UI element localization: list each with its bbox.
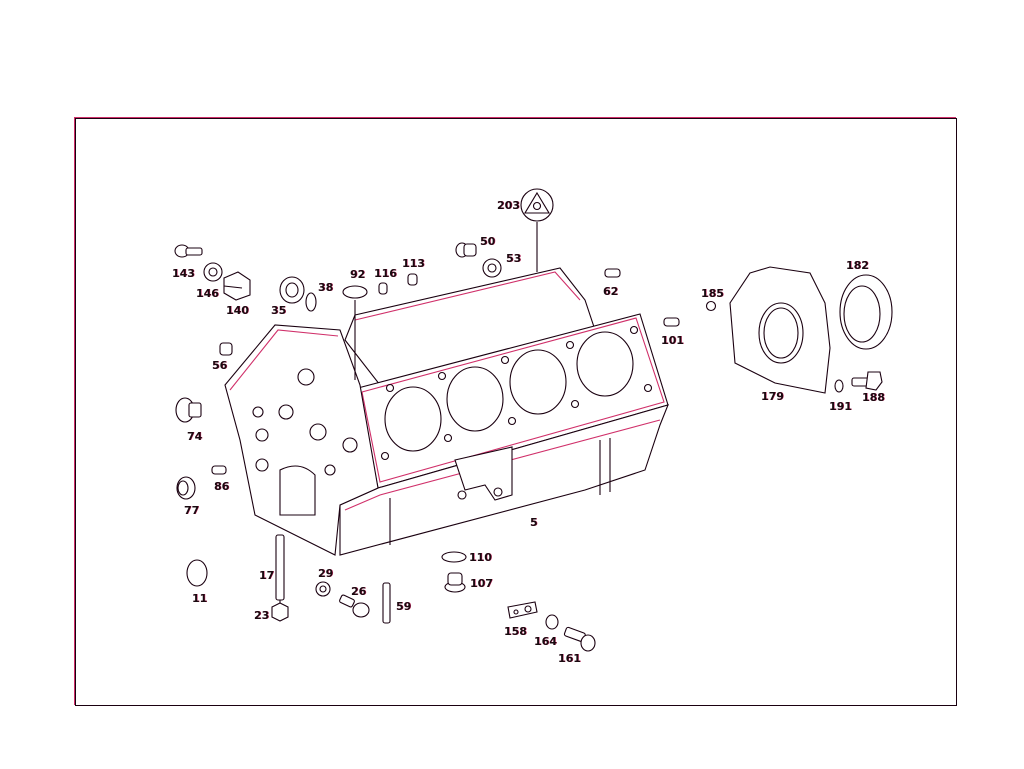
part-label-110[interactable]: 110 [469,551,492,564]
part-label-11[interactable]: 11 [192,592,208,605]
part-56-sleeve [219,342,233,356]
part-164-washer [545,614,559,630]
part-label-86[interactable]: 86 [214,480,230,493]
part-38-oring [305,292,317,312]
part-26-bolt [339,594,370,618]
part-62-dowel [604,268,621,278]
part-label-26[interactable]: 26 [351,585,367,598]
part-11-ring [186,559,208,587]
part-179-seal-carrier [729,266,831,394]
part-label-35[interactable]: 35 [271,304,287,317]
part-191-washer [834,379,844,393]
part-label-191[interactable]: 191 [829,400,852,413]
part-label-50[interactable]: 50 [480,235,496,248]
part-29-washer [315,581,331,597]
part-110-washer [441,551,467,563]
part-107-plug [444,572,466,593]
part-label-17[interactable]: 17 [259,569,275,582]
part-158-plate [507,601,538,619]
part-label-5[interactable]: 5 [530,516,538,529]
part-label-101[interactable]: 101 [661,334,684,347]
part-35-seal [279,276,305,304]
part-140-clip [223,271,251,301]
part-label-62[interactable]: 62 [603,285,619,298]
part-113-sleeve [407,273,418,286]
part-17-stud [275,534,285,601]
part-86-sleeve [211,465,227,475]
part-label-140[interactable]: 140 [226,304,249,317]
part-185-ring [705,300,717,312]
part-50-plug [455,242,477,258]
part-label-56[interactable]: 56 [212,359,228,372]
part-116-sleeve [378,282,388,295]
part-146-washer [203,262,223,282]
part-label-161[interactable]: 161 [558,652,581,665]
part-label-188[interactable]: 188 [862,391,885,404]
part-74-plug [175,397,202,423]
part-label-158[interactable]: 158 [504,625,527,638]
diagram-frame [75,118,957,706]
part-label-38[interactable]: 38 [318,281,334,294]
part-label-179[interactable]: 179 [761,390,784,403]
part-143-bolt [174,244,203,258]
part-label-23[interactable]: 23 [254,609,270,622]
part-188-bolt [851,371,883,391]
part-label-77[interactable]: 77 [184,504,200,517]
part-label-185[interactable]: 185 [701,287,724,300]
part-182-seal [839,274,893,350]
part-label-74[interactable]: 74 [187,430,203,443]
part-label-116[interactable]: 116 [374,267,397,280]
part-label-113[interactable]: 113 [402,257,425,270]
part-77-sleeve [176,476,196,500]
part-label-107[interactable]: 107 [470,577,493,590]
part-23-nut [271,602,289,622]
part-59-stud [382,582,391,624]
part-label-53[interactable]: 53 [506,252,522,265]
part-161-bolt [563,626,596,652]
part-label-29[interactable]: 29 [318,567,334,580]
part-92-cup-plug [342,285,368,299]
part-203-plug [520,188,554,222]
crankcase-block [224,267,669,556]
part-label-182[interactable]: 182 [846,259,869,272]
part-101-dowel [663,317,680,327]
part-label-203[interactable]: 203 [497,199,520,212]
part-label-143[interactable]: 143 [172,267,195,280]
part-label-164[interactable]: 164 [534,635,557,648]
part-label-59[interactable]: 59 [396,600,412,613]
part-label-146[interactable]: 146 [196,287,219,300]
part-53-washer [482,258,502,278]
part-label-92[interactable]: 92 [350,268,366,281]
